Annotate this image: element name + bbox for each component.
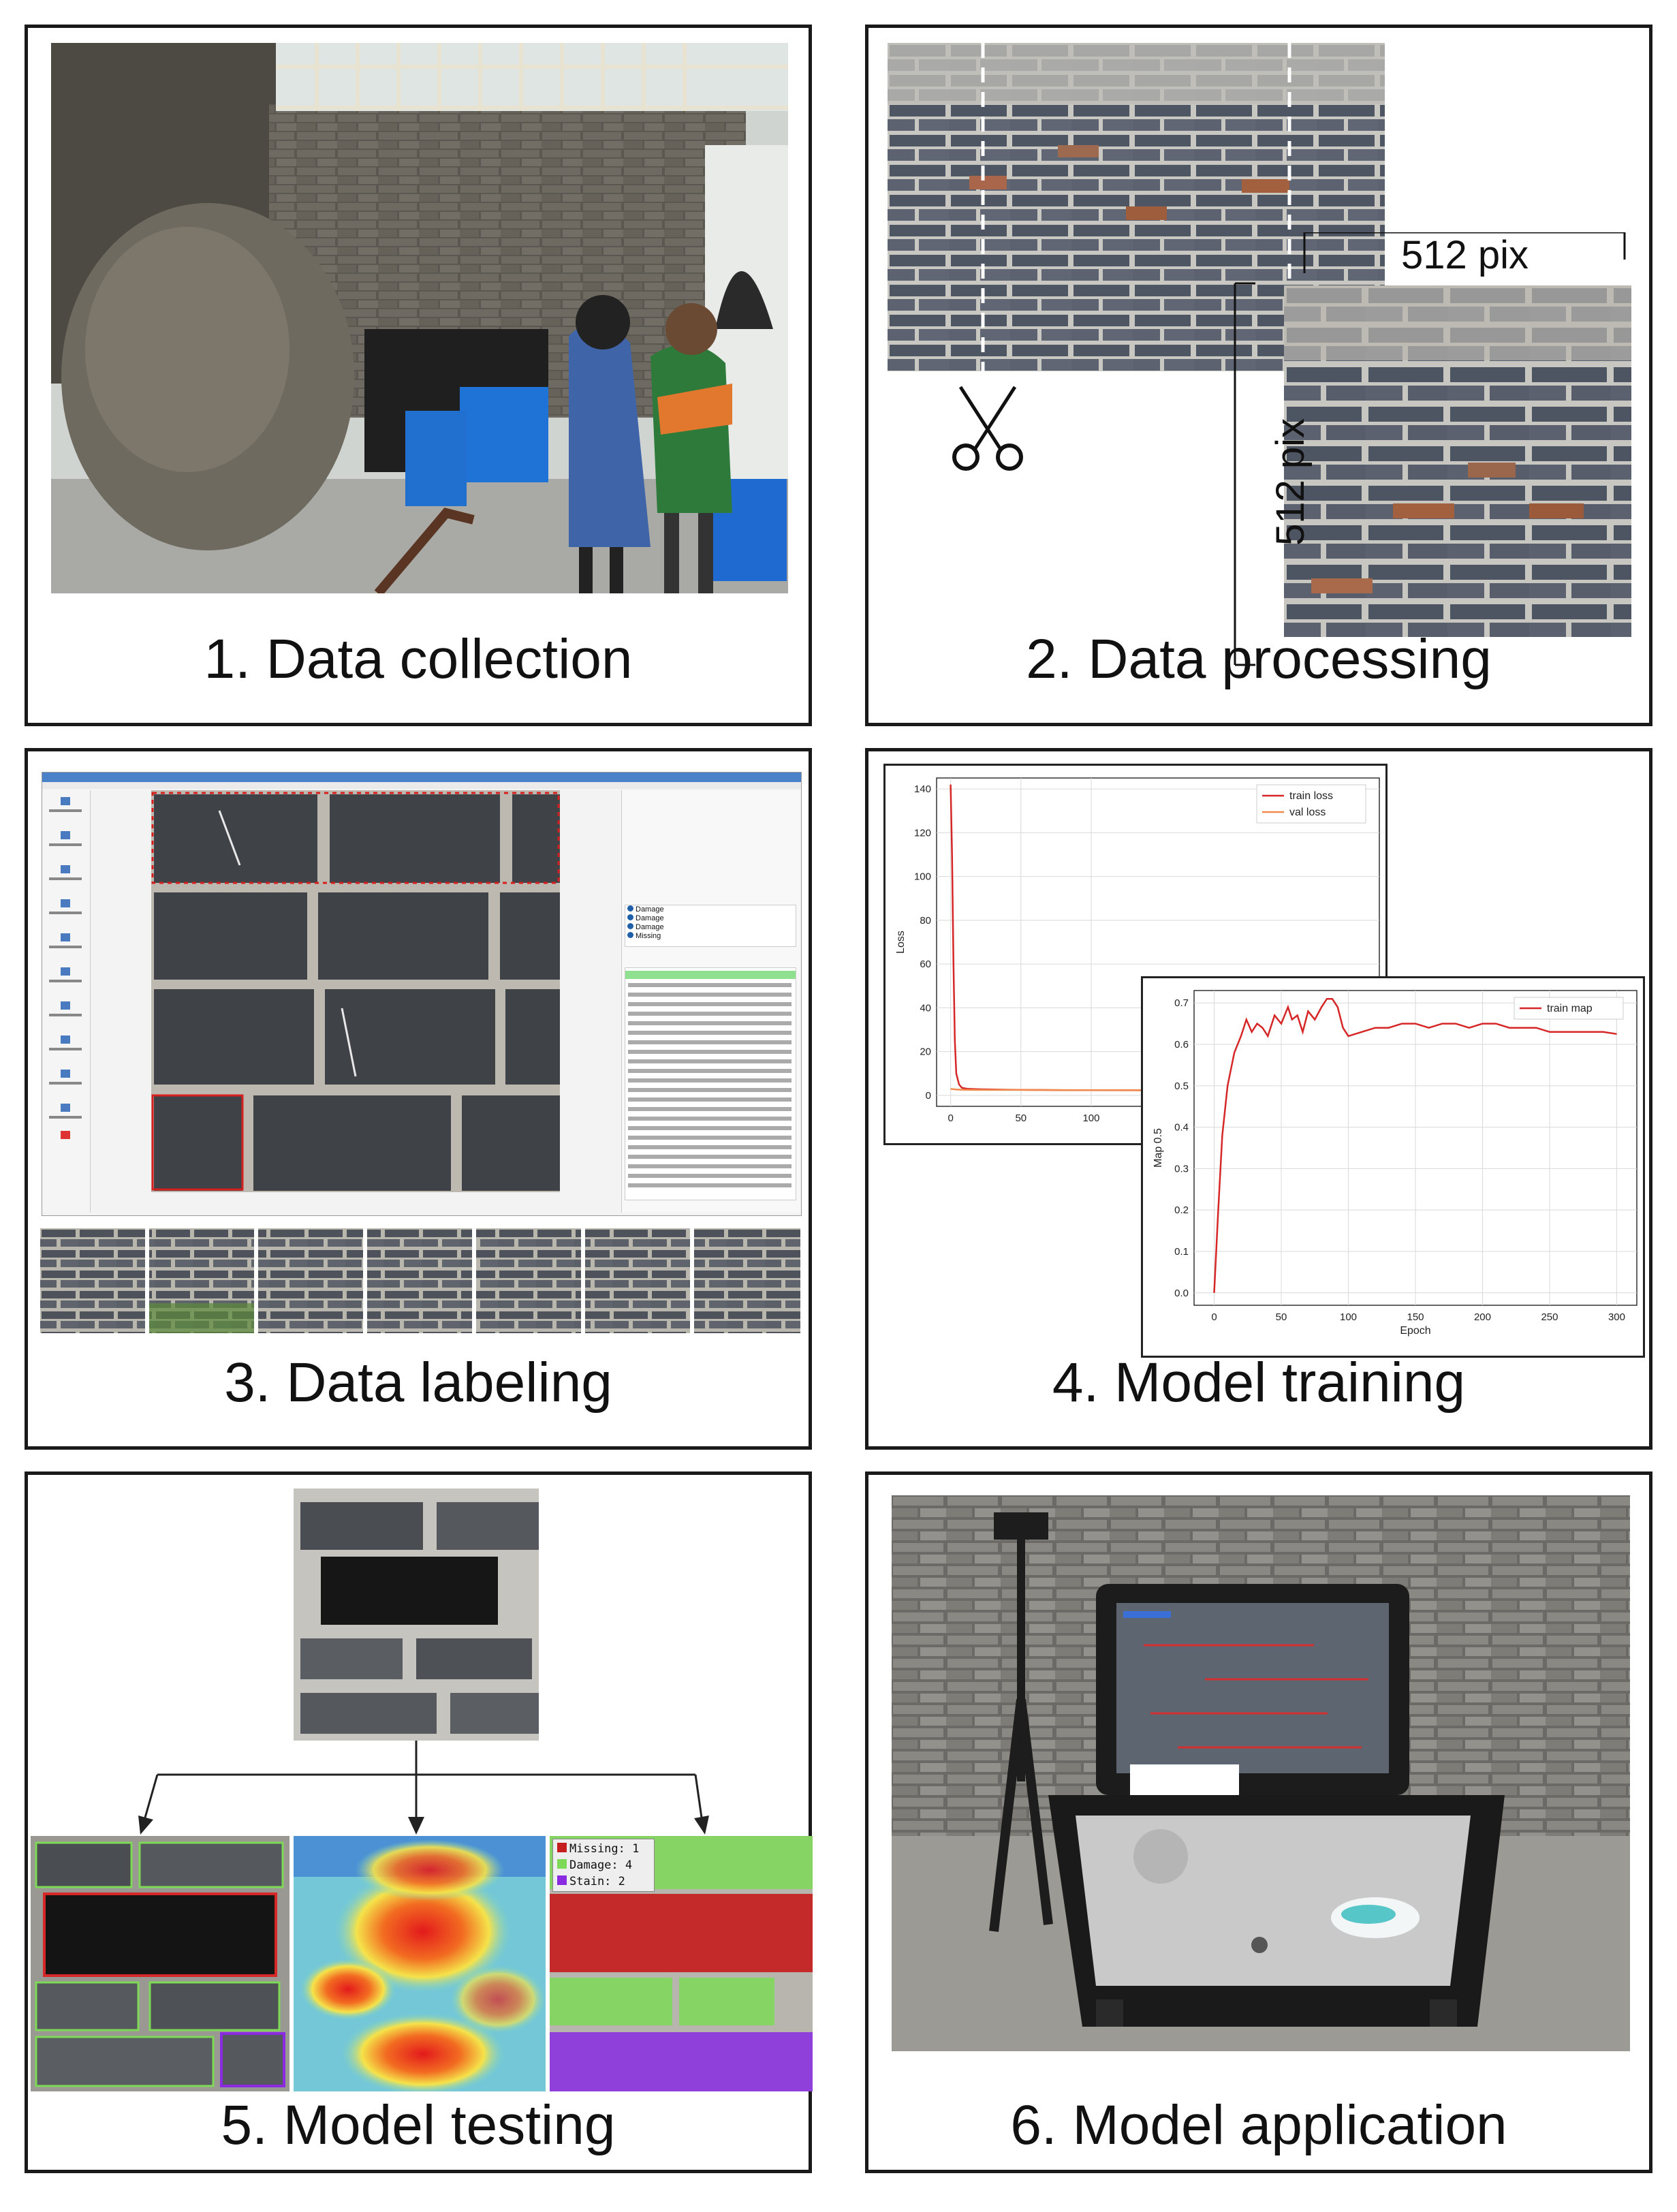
y-tick-label: 0.3 <box>1174 1163 1189 1174</box>
y-tick-label: 0.5 <box>1174 1080 1189 1092</box>
class-list: Damage Damage Damage Missing <box>625 905 796 947</box>
panel-data-labeling: Damage Damage Damage Missing <box>25 748 812 1450</box>
class-item[interactable]: Damage <box>625 905 796 914</box>
dimension-lines <box>1223 231 1631 668</box>
y-axis-label: Map 0.5 <box>1153 1128 1164 1168</box>
x-tick-label: 50 <box>1015 1112 1026 1124</box>
scissors-icon <box>947 384 1029 472</box>
branch-arrows <box>28 1741 815 1836</box>
x-tick-label: 50 <box>1276 1311 1287 1323</box>
legend-swatch-damage <box>557 1859 567 1869</box>
x-axis-label: Epoch <box>1400 1325 1430 1337</box>
y-tick-label: 0.7 <box>1174 997 1189 1009</box>
detection-result-image <box>31 1836 289 2091</box>
map-chart-frame: 0 50 100 150 200 250 300 0.0 0.1 0.2 0.3 0.4 0.5 0.6 0… <box>1141 976 1645 1358</box>
segmentation-legend: Missing: 1 Damage: 4 Stain: 2 <box>552 1839 655 1892</box>
class-dot-icon <box>627 932 633 938</box>
x-tick-label: 200 <box>1474 1311 1491 1323</box>
y-tick-label: 0.1 <box>1174 1246 1189 1258</box>
legend-label: train loss <box>1289 790 1333 802</box>
y-tick-label: 20 <box>920 1046 931 1058</box>
x-tick-label: 250 <box>1541 1311 1558 1323</box>
y-tick-label: 80 <box>920 915 931 926</box>
caption-model-training: 4. Model training <box>1052 1352 1466 1414</box>
tool-sidebar <box>42 790 91 1213</box>
class-item[interactable]: Damage <box>625 914 796 923</box>
heatmap-image <box>294 1836 546 2095</box>
y-tick-label: 0.6 <box>1174 1039 1189 1050</box>
legend-missing: Missing: 1 <box>557 1841 650 1857</box>
class-item[interactable]: Missing <box>625 932 796 941</box>
y-tick-label: 40 <box>920 1002 931 1014</box>
legend-damage: Damage: 4 <box>557 1857 650 1873</box>
legend-box <box>1514 997 1624 1020</box>
class-item[interactable]: Damage <box>625 923 796 932</box>
y-tick-label: 0.2 <box>1174 1204 1189 1216</box>
class-dot-icon <box>627 923 633 929</box>
panel-model-training: 0 50 100 0 20 40 60 80 100 120 140 train loss val lo… <box>865 748 1652 1450</box>
class-dot-icon <box>627 905 633 912</box>
right-panel: Damage Damage Damage Missing <box>621 790 800 1213</box>
legend-swatch-stain <box>557 1875 567 1885</box>
y-tick-label: 0.4 <box>1174 1122 1189 1134</box>
caption-data-collection: 1. Data collection <box>204 628 633 690</box>
x-tick-label: 300 <box>1608 1311 1625 1323</box>
x-tick-label: 100 <box>1340 1311 1357 1323</box>
caption-data-processing: 2. Data processing <box>1026 628 1492 690</box>
legend-box <box>1256 784 1366 824</box>
y-tick-label: 140 <box>914 783 931 795</box>
labeled-brick-canvas <box>151 790 560 1192</box>
caption-model-application: 6. Model application <box>1010 2094 1507 2156</box>
y-tick-label: 120 <box>914 827 931 839</box>
device-photo <box>892 1495 1630 2051</box>
y-axis-label: Loss <box>895 931 907 954</box>
width-dimension-label: 512 pix <box>1401 233 1529 277</box>
labeling-tool-window: Damage Damage Damage Missing <box>42 772 802 1216</box>
thumbnail-strip <box>40 1228 800 1333</box>
cropped-patch-image <box>1284 285 1631 637</box>
class-dot-icon <box>627 914 633 920</box>
menu-bar <box>42 782 801 789</box>
x-tick-label: 0 <box>1211 1311 1217 1323</box>
panel-data-processing: 512 pix 512 pix 2. Data processing <box>865 25 1652 726</box>
segmentation-image <box>550 1836 813 2091</box>
caption-model-testing: 5. Model testing <box>221 2094 616 2156</box>
panel-data-collection: 1. Data collection <box>25 25 812 726</box>
y-tick-label: 0.0 <box>1174 1288 1189 1299</box>
legend-swatch-missing <box>557 1843 567 1852</box>
series-line-train-map <box>1213 997 1617 1293</box>
photo-wall-site <box>51 43 788 597</box>
window-titlebar <box>42 773 801 782</box>
panel-model-testing: Missing: 1 Damage: 4 Stain: 2 5. Model t… <box>25 1471 815 2173</box>
input-brick-image <box>294 1489 539 1741</box>
x-tick-label: 100 <box>1082 1112 1099 1124</box>
y-tick-label: 0 <box>926 1090 931 1102</box>
legend-label: train map <box>1547 1003 1593 1014</box>
height-dimension-label: 512 pix <box>1268 418 1313 546</box>
y-tick-label: 100 <box>914 871 931 883</box>
x-tick-label: 0 <box>947 1112 953 1124</box>
file-list <box>625 967 796 1200</box>
legend-stain: Stain: 2 <box>557 1873 650 1890</box>
panel-model-application: 6. Model application <box>865 1471 1652 2173</box>
caption-data-labeling: 3. Data labeling <box>224 1352 612 1414</box>
legend-label: val loss <box>1289 807 1326 818</box>
y-tick-label: 60 <box>920 959 931 970</box>
x-tick-label: 150 <box>1407 1311 1424 1323</box>
map-chart: 0 50 100 150 200 250 300 0.0 0.1 0.2 0.3 0.4 0.5 0.6 0… <box>1153 990 1637 1337</box>
